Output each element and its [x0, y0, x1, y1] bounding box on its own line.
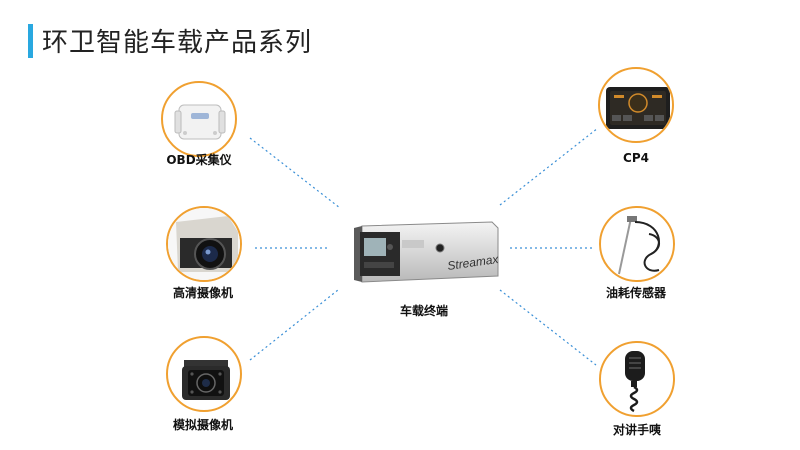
- label-obd: OBD采集仪: [166, 153, 232, 167]
- label-cp4: CP4: [623, 151, 649, 165]
- connector-handset: [499, 289, 597, 366]
- node-hd-camera-image: [166, 206, 242, 282]
- node-analog-camera-image: [166, 336, 242, 412]
- node-fuel-sensor-image: [599, 206, 675, 282]
- connector-obd: [249, 137, 341, 209]
- label-vehicle-terminal: 车载终端: [399, 304, 449, 318]
- title-accent-bar: [28, 24, 33, 58]
- vehicle-terminal-image: Streamax: [350, 218, 500, 288]
- node-obd-image: [161, 81, 237, 157]
- page-title: 环卫智能车载产品系列: [42, 28, 313, 58]
- node-cp4-image: [598, 67, 674, 143]
- label-handset: 对讲手咦: [612, 423, 662, 437]
- label-fuel-sensor: 油耗传感器: [605, 286, 667, 300]
- label-analog-camera: 模拟摄像机: [172, 418, 234, 432]
- connector-analog-camera: [249, 289, 339, 361]
- label-hd-camera: 高清摄像机: [172, 286, 234, 300]
- connector-cp4: [499, 127, 599, 206]
- node-handset-image: [599, 341, 675, 417]
